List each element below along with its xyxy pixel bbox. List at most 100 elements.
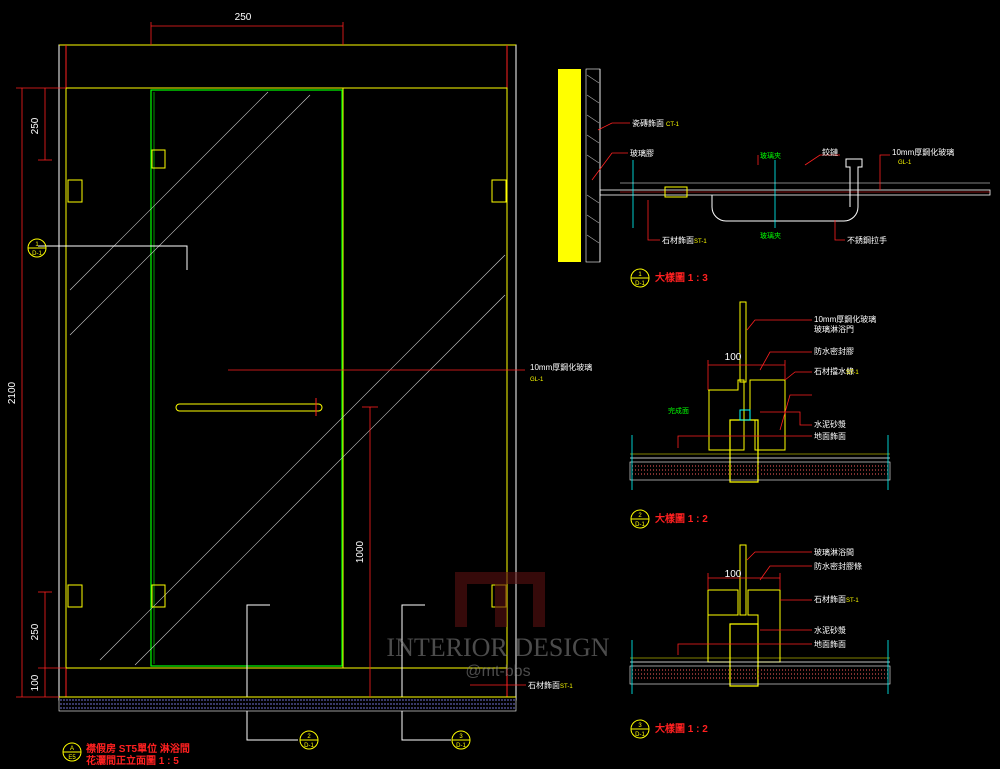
watermark-logo: [455, 572, 545, 627]
d3-marker: 3: [638, 723, 642, 729]
d3-cut-marks: [631, 640, 889, 694]
d2-floor-mortar: [629, 461, 891, 481]
d1-marker: 1: [638, 272, 642, 278]
d2-gap-dimension: [707, 360, 786, 390]
d1-label-wall-ref: CT-1: [666, 122, 680, 128]
d3-label-floor: 地面飾面: [814, 639, 846, 649]
d2-dim-100: 100: [725, 352, 742, 363]
dim-base-offset: 100: [30, 674, 41, 691]
clamp-plan: [664, 186, 688, 198]
detail-1-leaders: [591, 122, 890, 241]
d2-label-stone: 石材擋水條: [814, 366, 854, 376]
callout-glass-ref: GL-1: [530, 377, 544, 383]
elevation-outer-frame: [58, 44, 517, 701]
d3-sill: [707, 589, 781, 663]
callout-stone: 石材飾面: [528, 680, 560, 690]
watermark-line2: @mt-bbs: [465, 663, 530, 680]
glass-frame: [65, 87, 508, 669]
detail-2: 100 10mm厚鋼化玻璃 玻璃淋浴門 防水密封膠 石材擋水條 ST-1 水泥砂…: [629, 301, 891, 529]
detail-2-title: 大樣圖 1 : 2: [655, 512, 708, 525]
d2-label-glass2: 玻璃淋浴門: [814, 324, 854, 334]
wall-section-fill: [558, 69, 581, 262]
callout-glass: 10mm厚鋼化玻璃: [530, 362, 592, 372]
wall-hatch-lines: [586, 74, 600, 244]
d1-label-glass: 10mm厚鋼化玻璃: [892, 147, 954, 157]
d2-sill: [708, 379, 786, 451]
watermark-line1: INTERIOR DESIGN: [386, 633, 609, 662]
dim-total-height: 2100: [7, 381, 18, 404]
detail-3: 100 玻璃淋浴間 防水密封膠條 石材飾面 ST-1 水泥砂漿 地面飾面 3 D…: [629, 544, 891, 739]
section-marker-2-ref: D-1: [304, 743, 314, 749]
section-marker-1: 1 D-1: [27, 238, 47, 258]
d2-sealant: [739, 409, 751, 421]
elevation-title-block: A E5 襟假房 ST5單位 淋浴間 花灑間正立面圖 1 : 5: [62, 742, 190, 767]
title-marker: A: [70, 746, 74, 752]
section-marker-2-num: 2: [307, 734, 311, 740]
floor-slab: [58, 696, 517, 712]
d2-label-green: 完成面: [668, 406, 689, 415]
elevation-view: 250 2100 250 250 100 1000 10mm厚鋼化玻璃 GL-1: [7, 12, 592, 767]
top-dimension: [150, 22, 344, 45]
d3-label-stone-ref: ST-1: [846, 598, 859, 604]
d2-label-sealant: 防水密封膠: [814, 346, 854, 356]
glass-panel-plan: [599, 189, 991, 196]
elevation-title-line2: 花灑間正立面圖 1 : 5: [86, 754, 179, 767]
section-marker-3-num: 3: [459, 734, 463, 740]
d2-label-stone-ref: ST-1: [846, 370, 859, 376]
d2-mortar-dots: [632, 465, 888, 475]
d3-label-glass: 玻璃淋浴間: [814, 547, 854, 557]
d1-label-stone: 石材飾面: [662, 235, 694, 245]
d3-glass: [739, 544, 747, 616]
d1-label-clamp: 玻璃夾: [760, 151, 781, 160]
d2-cut-marks: [631, 435, 889, 490]
d2-glass: [739, 301, 747, 383]
dim-top-width: 250: [235, 12, 252, 23]
d2-label-glass: 10mm厚鋼化玻璃: [814, 314, 876, 324]
section-marker-2: 2 D-1: [299, 730, 319, 750]
elevation-hook-lines: [38, 245, 451, 741]
cut-marks-detail-1: [632, 160, 776, 228]
d1-label-wall: 瓷磚飾面: [632, 118, 664, 128]
d2-label-floor: 地面飾面: [814, 431, 846, 441]
d2-marker: 2: [638, 513, 642, 519]
section-marker-1-ref: D-1: [32, 251, 42, 257]
wall-hatch: [585, 68, 601, 263]
elevation-title-line1: 襟假房 ST5單位 淋浴間: [86, 742, 190, 755]
d3-gap-dimension: [707, 573, 781, 590]
d3-marker-ref: D-1: [635, 732, 645, 738]
door-handle: [175, 398, 323, 416]
d3-label-mortar: 水泥砂漿: [814, 625, 846, 635]
handle-dimension: [362, 406, 378, 697]
d3-dim-100: 100: [725, 569, 742, 580]
d3-mortar-dots: [632, 669, 888, 679]
dim-top-offset: 250: [30, 117, 41, 134]
section-marker-1-num: 1: [35, 242, 39, 248]
d3-floor-mortar: [629, 665, 891, 685]
dim-handle-height: 1000: [355, 540, 366, 563]
callout-stone-ref: ST-1: [560, 684, 573, 690]
section-marker-3-ref: D-1: [456, 743, 466, 749]
d3-label-stone: 石材飾面: [814, 594, 846, 604]
glass-door-leaf: [150, 89, 343, 667]
section-marker-3: 3 D-1: [451, 730, 471, 750]
glass-reflection-lines: [69, 91, 506, 666]
handle-plan: [711, 158, 863, 222]
detail-3-title: 大樣圖 1 : 2: [655, 722, 708, 735]
d1-label-sealant: 玻璃膠: [630, 148, 654, 158]
d1-label-hinge: 鉸鏈: [822, 147, 838, 157]
d3-label-sealant: 防水密封膠條: [814, 561, 862, 571]
d3-channel: [729, 623, 759, 687]
d2-leaders: [677, 319, 812, 448]
detail-1: 瓷磚飾面 CT-1 玻璃膠 玻璃夾 玻璃夾 鉸鏈 10mm厚鋼化玻璃 GL-1 …: [558, 68, 991, 288]
watermark: INTERIOR DESIGN @mt-bbs: [386, 572, 610, 680]
hinge-clamps: [67, 149, 507, 608]
d2-marker-ref: D-1: [635, 522, 645, 528]
left-dimensions: [16, 87, 66, 698]
detail-1-title: 大樣圖 1 : 3: [655, 271, 708, 284]
d1-label-clamp2: 玻璃夾: [760, 231, 781, 240]
title-marker-ref: E5: [68, 755, 76, 761]
d2-label-mortar: 水泥砂漿: [814, 419, 846, 429]
d1-marker-ref: D-1: [635, 281, 645, 287]
d1-label-glass-ref: GL-1: [898, 160, 912, 166]
